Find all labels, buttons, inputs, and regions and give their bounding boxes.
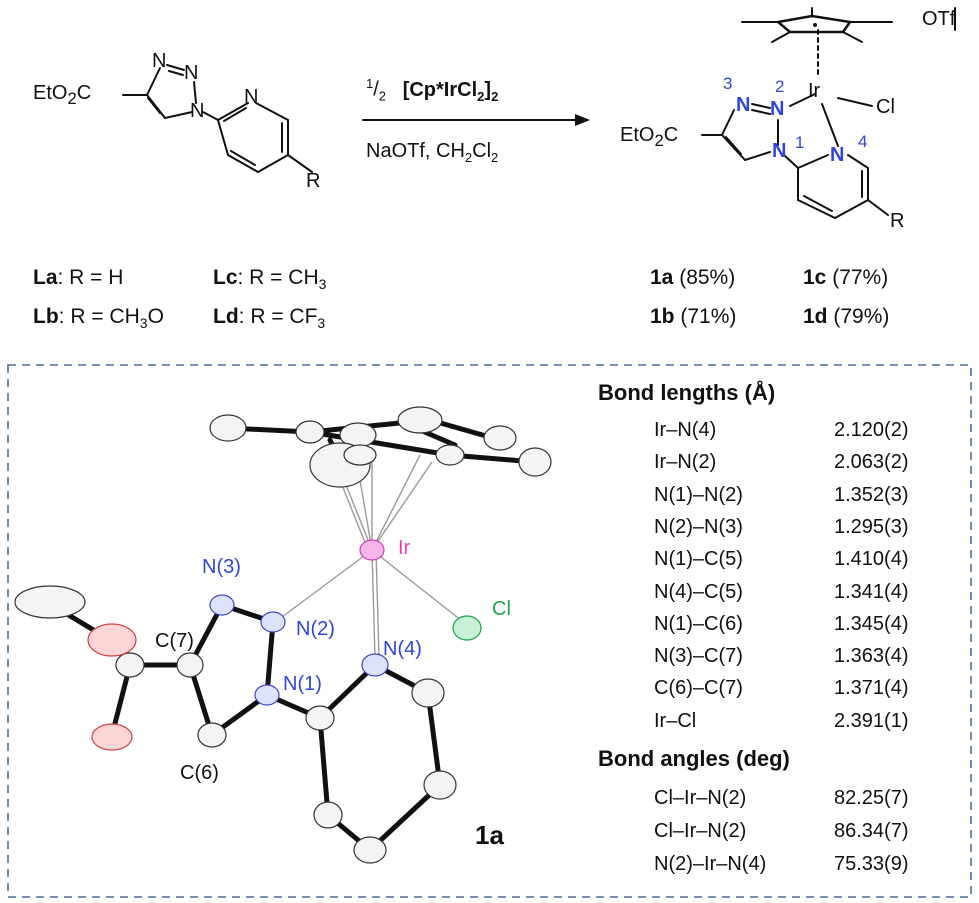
bond-value: 86.34(7) [834, 820, 909, 842]
bond-value: 2.120(2) [834, 419, 909, 441]
bond-name: Ir–Cl [654, 709, 697, 732]
product-n1-atom: N [772, 140, 787, 162]
reactant-n-atom: N [190, 100, 205, 122]
bond-name: Ir–N(2) [654, 451, 717, 474]
bond-value: 82.25(7) [834, 787, 909, 809]
product-1c-yield: 1c (77%) [803, 266, 889, 289]
product-r-group: R [890, 210, 905, 232]
reactant-n-atom: N [184, 62, 199, 84]
product-n3-atom: N [736, 94, 751, 116]
bond-name: N(1)–C(6) [654, 612, 743, 635]
reagent-label: 1/2 [Cp*IrCl2]2 [366, 76, 499, 104]
reactant-n-atom: N [244, 86, 259, 108]
bond-value: 1.410(4) [834, 548, 909, 571]
product-n3-number: 3 [723, 74, 733, 93]
bond-value: 1.295(3) [834, 515, 909, 538]
reactant-r-group: R [306, 170, 321, 192]
bond-name: Ir–N(4) [654, 419, 717, 441]
reactant-ester: EtO2C [33, 82, 92, 108]
arrow-head [575, 114, 590, 126]
product-n4-atom: N [830, 144, 845, 166]
crystal-label-n1: N(1) [283, 673, 322, 695]
product-n2-number: 2 [775, 77, 785, 96]
crystal-label-n3: N(3) [202, 556, 241, 578]
ligand-lb: Lb: R = CH3O [33, 305, 164, 332]
ligand-la: La: R = H [33, 266, 124, 289]
product-iridium: Ir [808, 80, 821, 102]
crystal-label-c6: C(6) [180, 762, 219, 784]
bond-value: 1.345(4) [834, 612, 909, 635]
product-n4-number: 4 [858, 132, 868, 151]
product-1b-yield: 1b (71%) [650, 305, 737, 328]
product-n1-number: 1 [795, 133, 805, 152]
crystal-compound-label: 1a [475, 820, 504, 850]
reactant-n-atom: N [152, 50, 167, 72]
ligand-lc: Lc: R = CH3 [213, 266, 327, 293]
crystal-label-c7: C(7) [155, 630, 194, 652]
crystal-label-cl: Cl [492, 598, 511, 620]
bond-value: 2.063(2) [834, 451, 909, 474]
conditions-label: NaOTf, CH2Cl2 [366, 140, 499, 165]
product-counterion: OTf [922, 8, 956, 30]
bond-value: 1.371(4) [834, 677, 909, 700]
product-n2-atom: N [770, 98, 785, 120]
product-1a-yield: 1a (85%) [650, 266, 736, 289]
bond-value: 1.363(4) [834, 645, 909, 668]
ligand-ld: Ld: R = CF3 [213, 305, 326, 332]
ortep-structure [14, 406, 552, 864]
bond-name: Cl–Ir–N(2) [654, 787, 747, 809]
product-1d-yield: 1d (79%) [803, 305, 890, 328]
bond-name: N(3)–C(7) [654, 645, 743, 668]
bond-value: 2.391(1) [834, 709, 909, 732]
crystal-label-n4: N(4) [383, 638, 422, 660]
bond-name: N(1)–N(2) [654, 483, 743, 506]
bond-name: Cl–Ir–N(2) [654, 820, 747, 842]
bond-value: 75.33(9) [834, 853, 909, 875]
bond-name: C(6)–C(7) [654, 677, 743, 700]
bond-angles-title: Bond angles (deg) [598, 746, 790, 771]
crystal-frame [7, 364, 972, 898]
bond-lengths-title: Bond lengths (Å) [598, 380, 776, 405]
bond-name: N(1)–C(5) [654, 548, 743, 571]
bond-name: N(2)–N(3) [654, 515, 743, 538]
crystal-label-ir: Ir [398, 537, 411, 559]
crystal-label-n2: N(2) [296, 618, 335, 640]
bond-value: 1.352(3) [834, 483, 909, 506]
bond-name: N(4)–C(5) [654, 580, 743, 603]
bond-name: N(2)–Ir–N(4) [654, 853, 767, 875]
bond-value: 1.341(4) [834, 580, 909, 603]
product-chloride: Cl [876, 96, 895, 118]
product-ester: EtO2C [620, 124, 679, 150]
